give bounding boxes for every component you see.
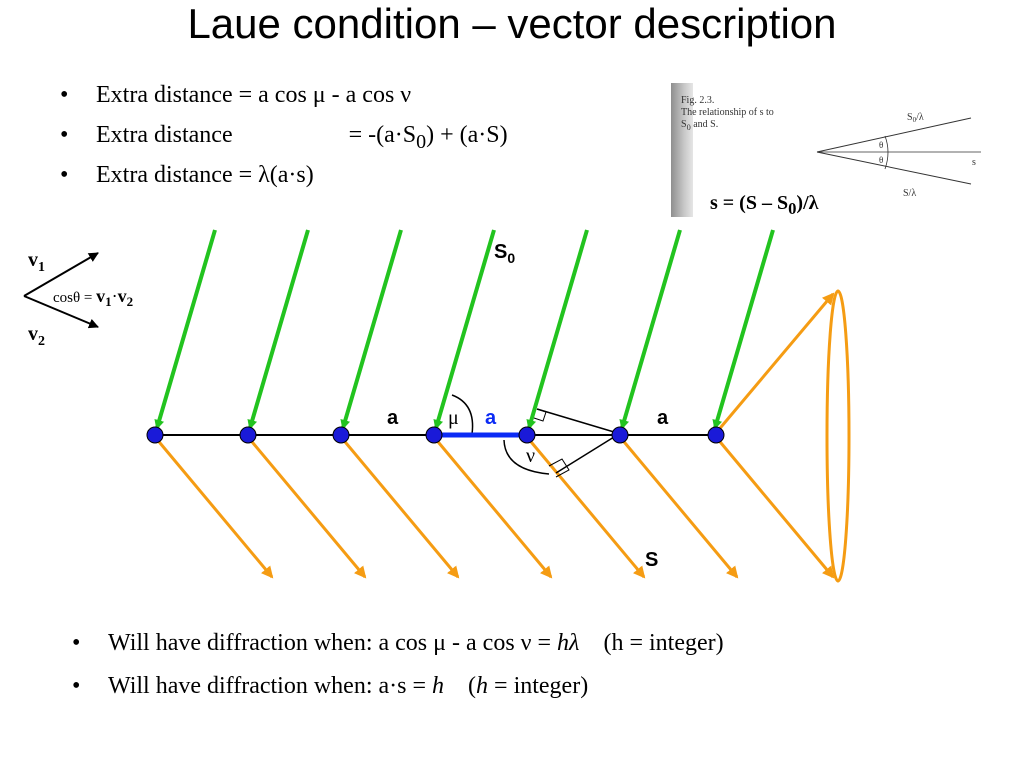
caption-text: and S. <box>690 119 719 130</box>
atom <box>518 426 536 444</box>
top-bullet-list: • Extra distance = a cos μ - a cos ν • E… <box>60 78 508 198</box>
label-s: S <box>645 549 658 571</box>
scattered-beam <box>714 436 835 579</box>
path-difference-construction <box>451 394 615 478</box>
right-angle-mark <box>548 458 570 478</box>
scattered-beam <box>525 436 646 579</box>
atom <box>146 426 164 444</box>
incident-beams <box>154 229 775 430</box>
figure-label-s: S/λ <box>903 188 916 199</box>
caption-line: S0 and S. <box>681 119 774 134</box>
caption-line: Fig. 2.3. <box>681 95 715 106</box>
perpendicular-incident <box>536 408 615 433</box>
scattered-beam <box>246 436 367 579</box>
vector-inset: v1 v2 cosθ = v1·v2 <box>23 249 133 349</box>
atom <box>611 426 629 444</box>
label-a: a <box>387 407 399 429</box>
cosine-formula: cosθ = v1·v2 <box>53 286 133 309</box>
atom <box>239 426 257 444</box>
scattered-beam <box>339 436 460 579</box>
scattered-beam <box>432 436 553 579</box>
figure-label-theta: θ <box>879 155 883 165</box>
figure-label-svec: s <box>972 157 976 168</box>
bullet-extra-distance-2: • Extra distance = -(a·S0) + (a·S) <box>60 118 508 158</box>
incident-beam <box>526 229 589 430</box>
scattered-beams <box>153 289 851 583</box>
bullet-tail-italic: h <box>476 673 489 699</box>
caption-text: S <box>681 119 687 130</box>
bullet-tail-open: ( <box>444 673 477 699</box>
label-nu: ν <box>526 445 535 467</box>
figure-formula: s = (S – S0)/λ <box>710 192 818 219</box>
bullet-text: Will have diffraction when: a·s = <box>108 673 433 699</box>
figure-theta-arc <box>884 135 889 170</box>
formula-tail: )/λ <box>796 192 819 214</box>
perpendicular-scattered <box>555 436 615 474</box>
v2-label: v2 <box>28 323 45 349</box>
figure-caption: Fig. 2.3. The relationship of s to S0 an… <box>681 95 774 134</box>
bullet-label: Extra distance <box>96 82 233 108</box>
mu-arc <box>451 394 474 435</box>
incident-beam <box>433 229 496 430</box>
atom <box>332 426 350 444</box>
bullet-marker: • <box>60 162 69 188</box>
atoms <box>146 426 725 444</box>
bullet-marker: • <box>72 630 81 656</box>
incident-beam <box>154 229 217 430</box>
reference-figure: Fig. 2.3. The relationship of s to S0 an… <box>671 83 985 217</box>
figure-scan-edge <box>671 83 693 217</box>
atom <box>707 426 725 444</box>
bullet-marker: • <box>60 82 69 108</box>
atom <box>425 426 443 444</box>
bullet-tail: (h = integer) <box>579 630 724 656</box>
bullet-diffraction-condition-1: • Will have diffraction when: a cos μ - … <box>72 626 724 669</box>
incident-beam <box>712 229 775 430</box>
figure-label-s0: S0/λ <box>907 112 924 124</box>
formula-text: s = (S – S <box>710 192 789 214</box>
label-s0: S0 <box>494 241 515 266</box>
figure-triangle: S0/λ S/λ θ θ s <box>816 112 981 199</box>
scattered-beam <box>618 436 739 579</box>
label-mu: μ <box>448 407 459 429</box>
label-a-highlight: a <box>485 407 497 429</box>
bullet-equation: = a cos μ - a cos ν <box>232 82 412 108</box>
bullet-tail-close: = integer) <box>488 673 589 699</box>
bullet-marker: • <box>72 673 81 699</box>
formula-sub: 0 <box>788 199 797 218</box>
bullet-marker: • <box>60 122 69 148</box>
slide-title: Laue condition – vector description <box>187 0 837 47</box>
right-angle-mark <box>533 408 547 422</box>
bullet-extra-distance-1: • Extra distance = a cos μ - a cos ν <box>60 78 508 118</box>
bullet-label: Extra distance <box>96 122 233 148</box>
bullet-italic: hλ <box>557 630 580 656</box>
bullet-equation-sub: 0 <box>416 130 427 153</box>
figure-s0-line <box>816 117 972 153</box>
figure-label-theta: θ <box>879 140 883 150</box>
diffraction-cone-ellipse <box>825 289 851 583</box>
bullet-label: Extra distance <box>96 162 233 188</box>
bullet-equation: = λ(a·s) <box>232 162 314 188</box>
bullet-extra-distance-3: • Extra distance = λ(a·s) <box>60 158 508 198</box>
bullet-equation: = -(a·S <box>342 122 417 148</box>
bullet-equation-tail: ) + (a·S) <box>426 122 508 148</box>
caption-sub: 0 <box>686 123 691 132</box>
bullet-text: Will have diffraction when: a cos μ - a … <box>108 630 558 656</box>
scattered-beam <box>153 436 274 579</box>
bullet-diffraction-condition-2: • Will have diffraction when: a·s = h (h… <box>72 669 724 712</box>
nu-arc <box>503 439 550 475</box>
incident-beam <box>340 229 403 430</box>
bottom-bullet-list: • Will have diffraction when: a cos μ - … <box>72 626 724 712</box>
incident-beam <box>619 229 682 430</box>
v1-label: v1 <box>28 249 45 275</box>
incident-beam <box>247 229 310 430</box>
scattered-beam-cone-top <box>714 292 835 434</box>
caption-line: The relationship of s to <box>681 107 774 118</box>
v2-arrow <box>23 295 99 329</box>
figure-s-line <box>816 151 972 185</box>
label-a: a <box>657 407 669 429</box>
bullet-italic: h <box>432 673 445 699</box>
v1-arrow <box>23 252 99 297</box>
